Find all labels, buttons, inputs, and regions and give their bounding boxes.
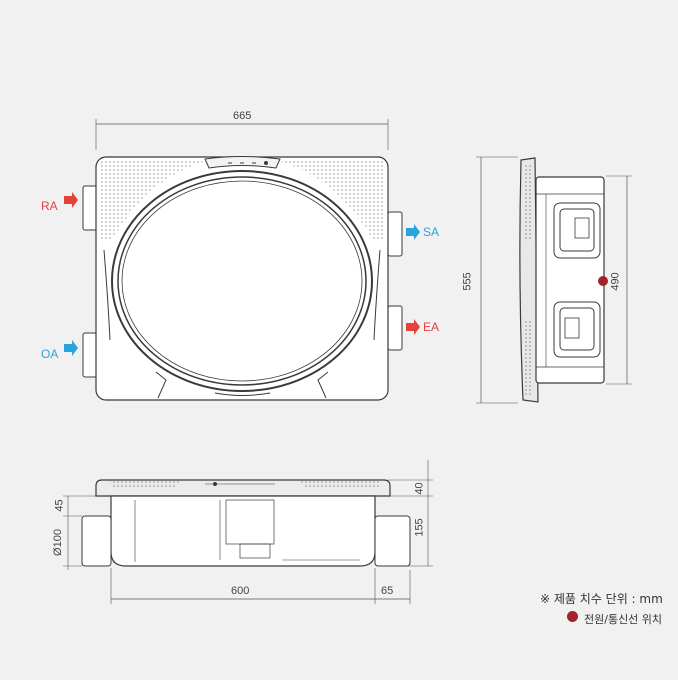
top-view bbox=[82, 119, 403, 401]
dim-front-port: 65 bbox=[381, 585, 394, 597]
port-label-ea: EA bbox=[423, 320, 440, 334]
port-label-ra: RA bbox=[41, 199, 58, 213]
dim-side-height-inner: 490 bbox=[609, 272, 622, 291]
side-view bbox=[476, 156, 632, 404]
dim-front-left-offset: 45 bbox=[53, 499, 66, 512]
dim-front-diameter: Ø100 bbox=[51, 529, 64, 556]
dim-top-width: 665 bbox=[233, 110, 252, 122]
port-arrows bbox=[64, 192, 420, 356]
port-label-sa: SA bbox=[423, 225, 440, 239]
power-note: 전원/통신선 위치 bbox=[584, 613, 663, 626]
dim-side-height-outer: 555 bbox=[461, 272, 474, 291]
dim-front-width: 600 bbox=[231, 585, 250, 597]
dim-front-lid: 40 bbox=[413, 482, 426, 495]
unit-note: ※ 제품 치수 단위 : mm bbox=[540, 592, 663, 606]
port-label-oa: OA bbox=[41, 347, 59, 361]
power-location-dot bbox=[598, 276, 608, 286]
front-view bbox=[63, 460, 433, 604]
power-legend-dot bbox=[567, 611, 578, 622]
dim-front-body: 155 bbox=[413, 518, 426, 537]
